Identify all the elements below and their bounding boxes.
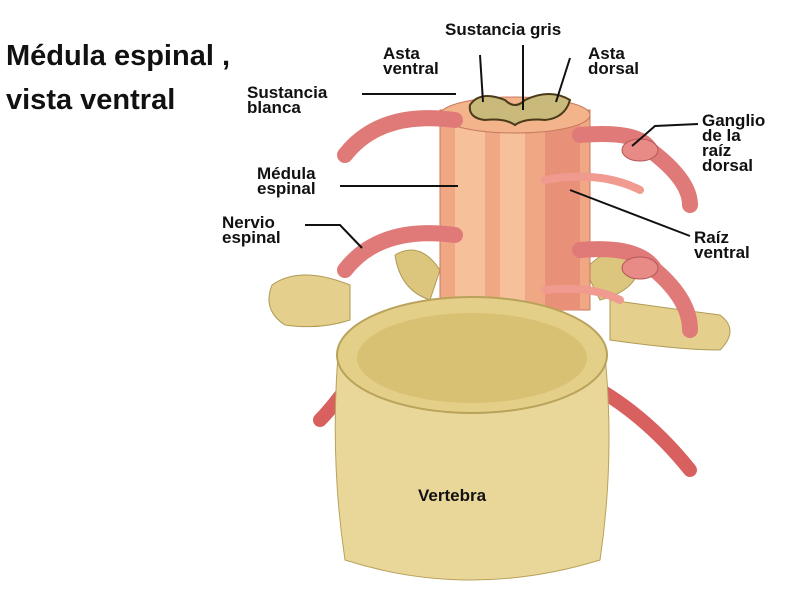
lower-right-nerve-behind [593,383,697,477]
label-white-matter: Sustancia blanca [247,83,328,117]
white-matter-column [545,110,580,310]
ventral-root [541,284,624,304]
label-ventral-horn: Asta ventral [383,44,439,78]
upper-left-spinal-nerve [337,110,463,163]
dorsal-root-ganglion [621,138,659,162]
label-dorsal-horn: Asta dorsal [588,44,640,78]
label-spinal-cord: Médula espinal [257,164,316,198]
vertebra-cancellous-bone [357,313,587,403]
right-transverse-process [609,299,731,351]
label-dorsal-root-ganglion: Ganglio de la raíz dorsal [702,111,766,175]
dorsal-root-ganglion [621,256,659,280]
title-line-2: vista ventral [6,84,176,116]
label-vertebra: Vertebra [418,486,487,505]
label-ventral-root: Raíz ventral [694,228,750,262]
title-line-1: Médula espinal , [6,40,230,72]
label-gray-matter: Sustancia gris [445,20,562,39]
leader-lines [305,45,699,249]
white-matter-column [455,110,485,310]
vertebral-body [334,354,610,581]
left-transverse-process [268,274,351,328]
left-articular-process [394,249,441,301]
gray-matter [468,93,572,127]
lower-left-spinal-nerve [337,225,463,278]
ventral-root [541,172,644,194]
diagram-title: Médula espinal , vista ventral [6,34,230,122]
white-matter-column [500,110,525,310]
label-spinal-nerve: Nervio espinal [222,213,281,247]
